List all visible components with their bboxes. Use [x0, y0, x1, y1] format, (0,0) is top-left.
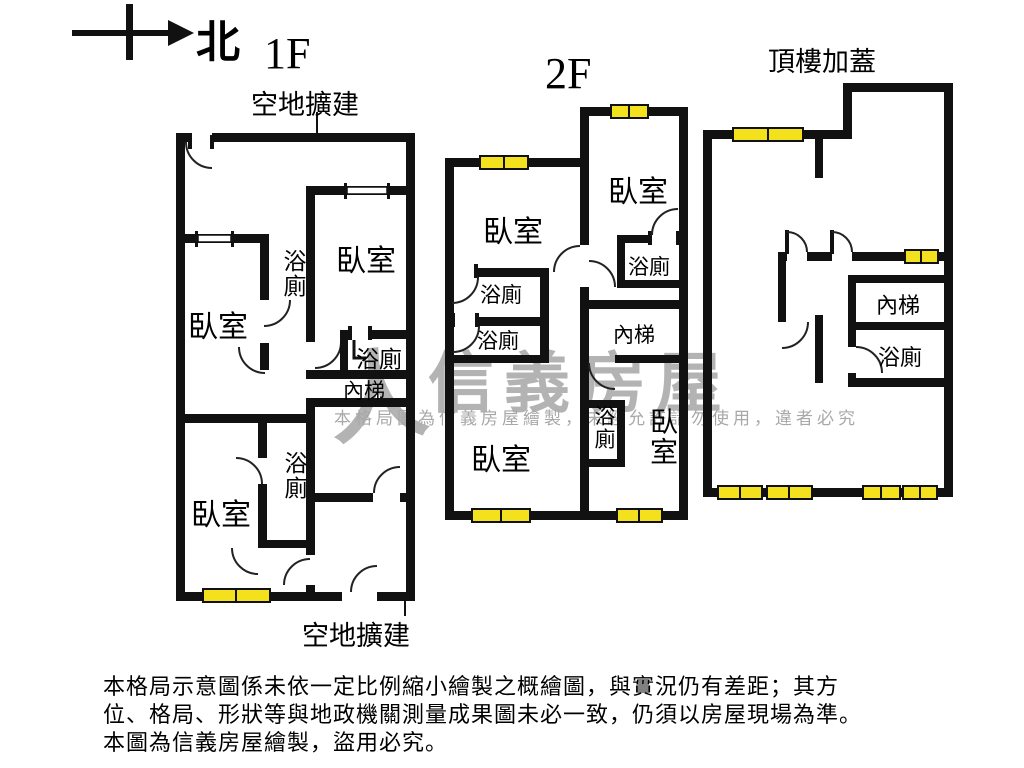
room-label-stairs: 內梯	[876, 293, 921, 318]
rooftop-title: 頂樓加蓋	[768, 47, 876, 77]
floor1-bottom-note: 空地擴建	[302, 621, 410, 651]
floor1-top-note: 空地擴建	[251, 90, 359, 120]
room-label-bath: 浴廁	[878, 345, 923, 370]
room-label-stairs: 內梯	[613, 323, 655, 347]
floor1-title: 1F	[264, 29, 311, 78]
north-arrow-crossbar	[126, 4, 133, 60]
room-label-bath: 浴廁	[480, 283, 522, 307]
room-label-stairs: 內梯	[343, 379, 385, 403]
watermark-notice: 本格局圖為信義房屋繪製，未經允許請勿使用，違者必究	[334, 409, 859, 428]
disclaimer-line-3: 本圖為信義房屋繪製，盜用必究。	[103, 730, 449, 755]
room-label-bedroom: 臥室	[191, 499, 251, 532]
disclaimer-line-2: 位、格局、形狀等與地政機關測量成果圖未必一致，仍須以房屋現場為準。	[103, 702, 863, 727]
room-label-bath: 浴廁	[281, 451, 306, 501]
floorplan-2f-drawing	[445, 104, 688, 523]
north-label: 北	[196, 18, 240, 67]
room-label-bath: 浴廁	[628, 255, 670, 279]
floorplan-rooftop-drawing	[703, 83, 953, 500]
room-label-bedroom: 臥室	[608, 176, 668, 209]
floorplan-rooftop: 內梯 浴廁	[700, 80, 958, 505]
room-label-bedroom: 臥室	[188, 311, 248, 344]
floorplan-1f-drawing	[176, 133, 415, 603]
north-arrow-head	[168, 20, 194, 46]
floor2-title: 2F	[545, 49, 592, 98]
room-label-bath: 浴廁	[356, 347, 402, 372]
floorplan-1f: 臥室 浴廁 臥室 浴廁 內梯 浴廁 臥室	[174, 128, 420, 606]
room-label-bath: 浴廁	[280, 249, 305, 299]
room-label-bedroom: 臥室	[336, 245, 396, 278]
north-arrow-shaft	[72, 30, 170, 36]
room-label-bath: 浴廁	[592, 405, 616, 451]
room-label-bedroom: 臥室	[646, 407, 677, 467]
leader-line-bottom	[404, 600, 406, 616]
room-label-bath: 浴廁	[477, 329, 519, 353]
floorplan-2f: 臥室 臥室 浴廁 浴廁 浴廁 內梯 浴廁 臥室 臥室	[443, 104, 691, 523]
room-label-bedroom: 臥室	[483, 216, 543, 249]
leader-line-top	[316, 112, 318, 134]
room-label-bedroom: 臥室	[471, 444, 531, 477]
disclaimer-line-1: 本格局示意圖係未依一定比例縮小繪製之概繪圖，與實況仍有差距；其方	[103, 674, 840, 699]
